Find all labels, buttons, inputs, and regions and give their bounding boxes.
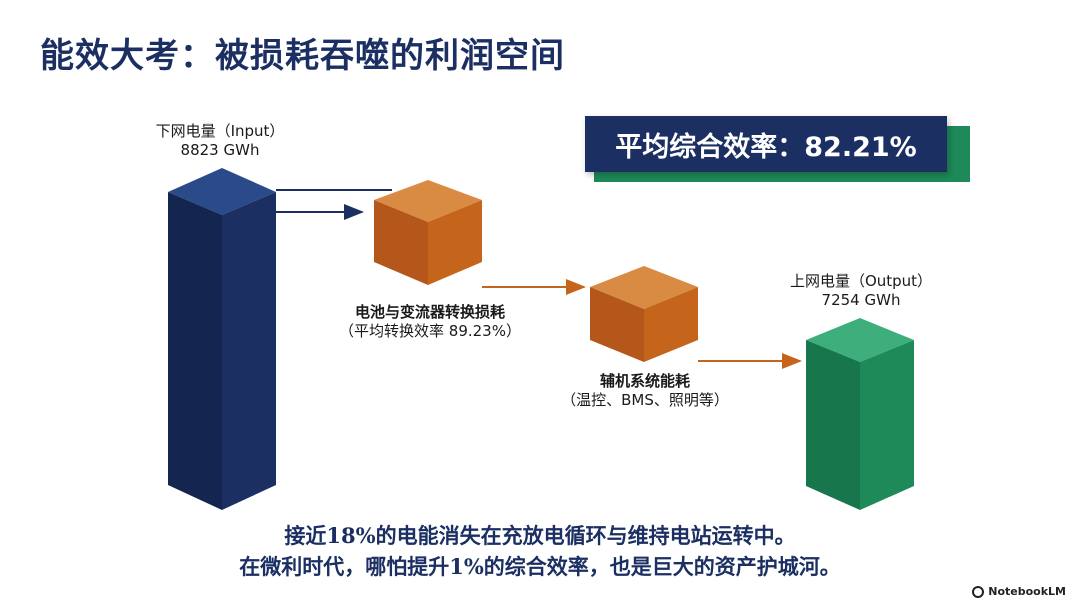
input-to-loss1-arrows	[276, 189, 392, 220]
output-value: 7254 GWh	[821, 291, 901, 309]
footer-line-2: 在微利时代，哪怕提升1%的综合效率，也是巨大的资产护城河。	[239, 554, 841, 579]
input-label-name: 下网电量（Input）	[155, 122, 285, 140]
output-label-name: 上网电量（Output）	[789, 272, 933, 290]
loss1-detail: （平均转换效率 89.23%）	[339, 322, 521, 340]
notebooklm-logo-icon	[972, 585, 985, 598]
loss2-cube	[590, 266, 698, 362]
output-label: 上网电量（Output） 7254 GWh	[756, 272, 966, 310]
input-bar	[168, 168, 276, 510]
loss1-cube	[374, 180, 482, 285]
loss1-label: 电池与变流器转换损耗 （平均转换效率 89.23%）	[320, 303, 540, 341]
brand-watermark: NotebookLM	[972, 585, 1066, 598]
efficiency-badge: 平均综合效率：82.21%	[585, 116, 947, 172]
page-title: 能效大考：被损耗吞噬的利润空间	[40, 36, 565, 76]
loss2-label: 辅机系统能耗 （温控、BMS、照明等）	[540, 372, 750, 410]
loss1-label-name: 电池与变流器转换损耗	[354, 303, 505, 321]
loss2-label-name: 辅机系统能耗	[599, 372, 690, 390]
loss2-detail: （温控、BMS、照明等）	[561, 391, 729, 409]
output-bar	[806, 318, 914, 510]
brand-name: NotebookLM	[988, 585, 1066, 598]
input-value: 8823 GWh	[180, 141, 260, 159]
input-label: 下网电量（Input） 8823 GWh	[120, 122, 320, 160]
footer-line-1: 接近18%的电能消失在充放电循环与维持电站运转中。	[284, 523, 796, 548]
footer-text: 接近18%的电能消失在充放电循环与维持电站运转中。 在微利时代，哪怕提升1%的综…	[0, 520, 1080, 582]
